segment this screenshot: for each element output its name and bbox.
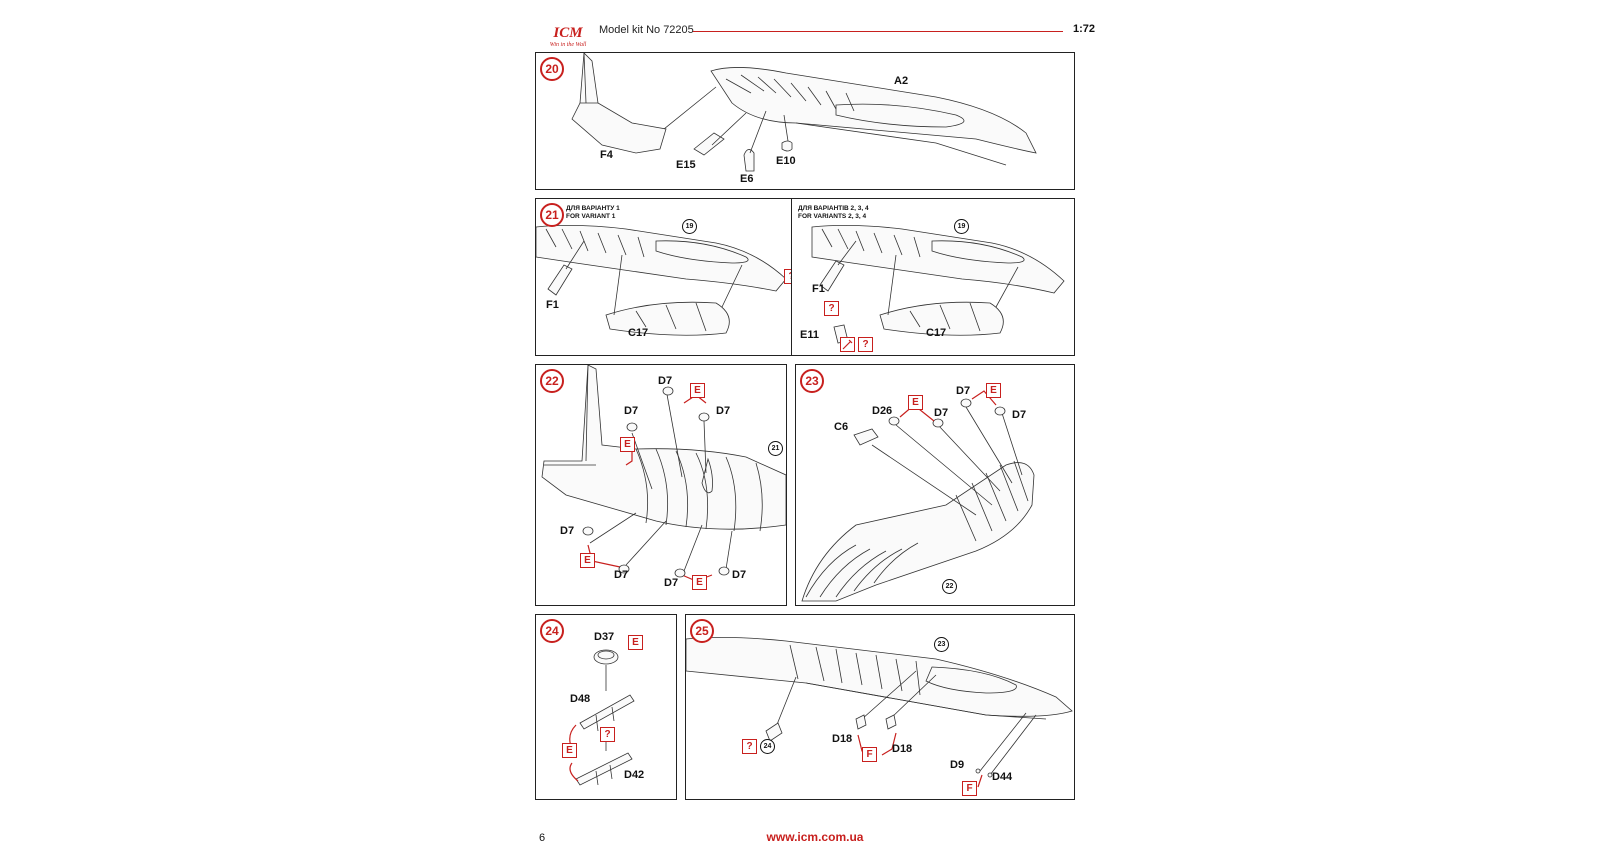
logo-tagline: Win in the Wall [549, 42, 587, 48]
step-21-right-drawing [811, 225, 1065, 344]
paint-code-box: F [962, 781, 977, 796]
optional-mark-box: ? [742, 739, 757, 754]
part-label-E11: E11 [800, 329, 819, 341]
part-label-D18: D18 [832, 733, 853, 745]
step-22-panel: 22 21 D7 E D7 D7 E D7 E D7 D7 E D7 [535, 364, 787, 606]
paint-code-box: E [690, 383, 705, 398]
step-number: 24 [540, 619, 564, 643]
part-label-D7: D7 [658, 375, 673, 387]
part-label-D18: D18 [892, 743, 913, 755]
part-label-D7: D7 [624, 405, 639, 417]
step-23-panel: 23 22 C6 D26 E D7 D7 E D7 [795, 364, 1075, 606]
part-label-E10: E10 [776, 155, 796, 167]
variant-note-ua: ДЛЯ ВАРІАНТІВ 2, 3, 4 [798, 205, 869, 212]
brush-icon [842, 339, 853, 350]
part-label-F4: F4 [600, 149, 613, 161]
step-24-drawing [569, 649, 635, 786]
page-number: 6 [539, 832, 546, 844]
paint-code-box: E [986, 383, 1001, 398]
part-label-D44: D44 [992, 771, 1013, 783]
part-label-D7: D7 [560, 525, 575, 537]
part-label-D7: D7 [716, 405, 731, 417]
header-rule [693, 31, 1063, 32]
part-label-D37: D37 [594, 631, 615, 643]
step-23-drawing [801, 390, 1035, 602]
part-label-D48: D48 [570, 693, 591, 705]
optional-mark-box: ? [858, 337, 873, 352]
website-link[interactable]: www.icm.com.ua [766, 830, 864, 844]
part-label-C17: C17 [926, 327, 947, 339]
paint-code-box: E [580, 553, 595, 568]
step-number: 25 [690, 619, 714, 643]
step-ref-circle: 21 [768, 441, 783, 456]
paint-code-box: E [562, 743, 577, 758]
part-label-D7: D7 [664, 577, 679, 589]
step-20-drawing [571, 53, 1037, 172]
step-25-panel: 25 23 ? 24 D18 F D18 D9 D44 F [685, 614, 1075, 800]
page-header: ICM Win in the Wall Model kit No 72205 1… [535, 18, 1095, 52]
paint-code-box: F [862, 747, 877, 762]
part-label-C17: C17 [628, 327, 649, 339]
part-label-C6: C6 [834, 421, 849, 433]
part-label-D7: D7 [1012, 409, 1027, 421]
part-label-D26: D26 [872, 405, 893, 417]
paint-code-box: E [628, 635, 643, 650]
optional-mark-box: ? [784, 269, 792, 284]
step-ref-circle: 19 [954, 219, 969, 234]
step-25-drawing [686, 637, 1073, 788]
variant-note-en: FOR VARIANT 1 [566, 213, 616, 220]
icm-logo: ICM Win in the Wall [541, 24, 595, 54]
step-number: 23 [800, 369, 824, 393]
optional-mark-box: ? [600, 727, 615, 742]
kit-title: Model kit No 72205 [599, 24, 694, 36]
step-21-variant-1-panel: 21 ДЛЯ ВАРІАНТУ 1 FOR VARIANT 1 19 F1 C1… [535, 198, 793, 356]
part-label-E15: E15 [676, 159, 696, 171]
part-label-D9: D9 [950, 759, 965, 771]
part-label-A2: A2 [894, 75, 909, 87]
part-label-F1: F1 [546, 299, 559, 311]
part-label-D7: D7 [956, 385, 971, 397]
step-22-drawing [541, 365, 786, 582]
variant-note: ДЛЯ ВАРІАНТІВ 2, 3, 4 FOR VARIANTS 2, 3,… [798, 205, 869, 221]
part-label-F1: F1 [812, 283, 825, 295]
paint-code-box: E [692, 575, 707, 590]
step-number: 21 [540, 203, 564, 227]
variant-note-en: FOR VARIANTS 2, 3, 4 [798, 213, 867, 220]
part-label-D7: D7 [614, 569, 629, 581]
step-21-left-drawing [536, 225, 787, 336]
variant-note-ua: ДЛЯ ВАРІАНТУ 1 [566, 205, 620, 212]
step-ref-circle: 22 [942, 579, 957, 594]
part-label-D7: D7 [732, 569, 747, 581]
optional-mark-box: ? [824, 301, 839, 316]
part-label-E6: E6 [740, 173, 754, 185]
step-ref-circle: 23 [934, 637, 949, 652]
logo-text: ICM [553, 25, 583, 41]
step-20-panel: 20 A2 F4 E15 E6 E10 [535, 52, 1075, 190]
step-number: 20 [540, 57, 564, 81]
step-ref-circle: 19 [682, 219, 697, 234]
scale-label: 1:72 [1072, 23, 1095, 35]
step-21-variants-2-3-4-panel: ДЛЯ ВАРІАНТІВ 2, 3, 4 FOR VARIANTS 2, 3,… [791, 198, 1075, 356]
part-label-D7: D7 [934, 407, 949, 419]
instruction-page: ICM Win in the Wall Model kit No 72205 1… [535, 18, 1095, 848]
paint-icon-box [840, 337, 855, 352]
variant-note: ДЛЯ ВАРІАНТУ 1 FOR VARIANT 1 [566, 205, 620, 221]
paint-code-box: E [908, 395, 923, 410]
paint-code-box: E [620, 437, 635, 452]
part-label-D42: D42 [624, 769, 645, 781]
step-ref-circle: 24 [760, 739, 775, 754]
step-number: 22 [540, 369, 564, 393]
step-24-panel: 24 D37 E D48 ? E D42 [535, 614, 677, 800]
